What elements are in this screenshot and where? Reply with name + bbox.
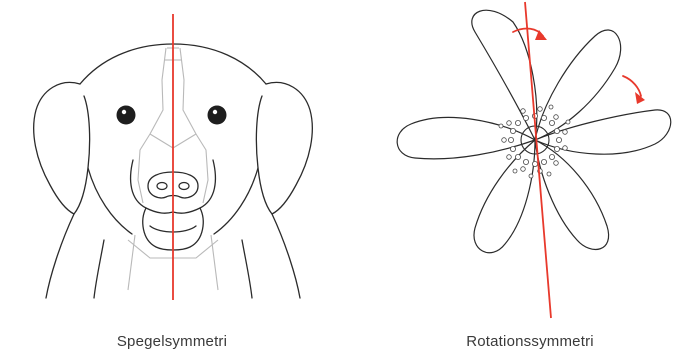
dog-illustration [0,0,345,330]
rotational-symmetry-panel: Rotationssymmetri [345,0,680,359]
flower-illustration [345,0,680,330]
mirror-symmetry-panel: Spegelsymmetri [0,0,345,359]
flower-petal [535,140,609,249]
mirror-symmetry-caption: Spegelsymmetri [117,333,227,350]
dog-left-eye [117,106,136,125]
rotation-arrow-right [623,76,641,96]
rotational-symmetry-caption: Rotationssymmetri [466,333,594,350]
flower-petal [397,117,535,158]
flower-petal [474,140,535,253]
flower-petals [397,10,671,253]
dog-eyes [117,106,227,125]
dog-right-eye [208,106,227,125]
